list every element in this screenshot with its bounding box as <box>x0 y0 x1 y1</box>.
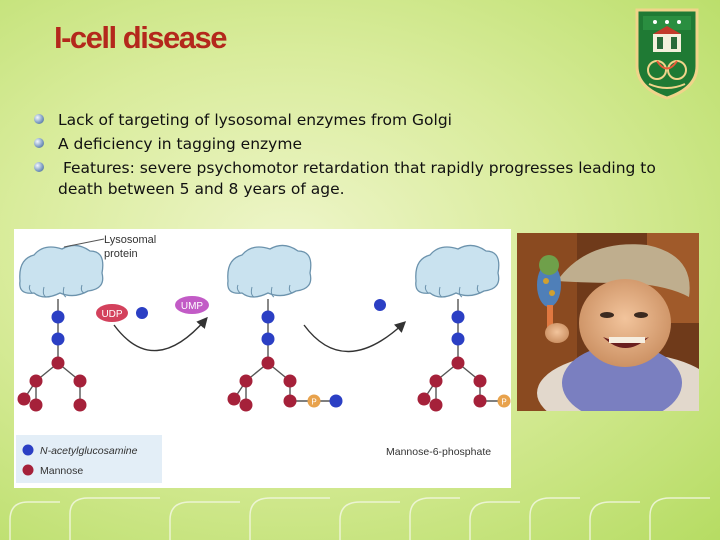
glcnac-node <box>136 307 148 319</box>
ump-badge <box>175 296 209 314</box>
mannose-node <box>451 356 465 370</box>
mannose-node <box>227 392 241 406</box>
reaction-arrow-2 <box>303 321 407 353</box>
mannose-node <box>261 356 275 370</box>
bullet-item: Lack of targeting of lysosomal enzymes f… <box>34 110 674 131</box>
bullet-text: Features: severe psychomotor retardation… <box>58 159 661 198</box>
lysosomal-protein-2 <box>227 244 312 298</box>
child-photo <box>517 233 699 411</box>
lysosomal-protein-1 <box>19 244 104 298</box>
bullet-dot-icon <box>34 114 44 124</box>
glcnac-node <box>329 394 343 408</box>
bullet-dot-icon <box>34 138 44 148</box>
mannose-node <box>239 374 253 388</box>
bullet-dot-icon <box>34 162 44 172</box>
footer-decoration <box>9 497 710 540</box>
glcnac-node <box>451 310 465 324</box>
ump-label: UMP <box>181 301 204 312</box>
phosphate-node <box>307 394 321 408</box>
mannose-node <box>417 392 431 406</box>
mannose-node <box>473 394 487 408</box>
glcnac-node <box>261 310 275 324</box>
mannose-node <box>429 374 443 388</box>
glcnac-node <box>374 299 386 311</box>
bullet-item: A deficiency in tagging enzyme <box>34 134 674 155</box>
glcnac-node <box>51 332 65 346</box>
glcnac-node <box>51 310 65 324</box>
university-crest-icon <box>635 8 699 100</box>
mannose-node <box>29 374 43 388</box>
page-title: I-cell disease <box>54 20 228 55</box>
mannose-node <box>283 394 297 408</box>
mannose-node <box>283 374 297 388</box>
glcnac-node <box>261 332 275 346</box>
phosphate-node <box>497 394 511 408</box>
protein-label-line1: Lysosomal <box>104 234 156 246</box>
legend-glcnac-label: N-acetylglucosamine <box>40 445 138 457</box>
udp-badge <box>96 304 128 322</box>
reaction-arrow-1 <box>113 316 208 352</box>
mannose-node <box>239 398 253 412</box>
phosphate-label: P <box>311 398 316 407</box>
legend-box <box>16 435 162 483</box>
legend-glcnac-icon <box>22 444 34 456</box>
bullet-text: Lack of targeting of lysosomal enzymes f… <box>58 111 452 129</box>
mannose-node <box>73 398 87 412</box>
bullet-text: A deficiency in tagging enzyme <box>58 135 302 153</box>
bullet-item: Features: severe psychomotor retardation… <box>34 158 674 200</box>
bullet-list: Lack of targeting of lysosomal enzymes f… <box>34 110 674 203</box>
mannose-node <box>17 392 31 406</box>
udp-label: UDP <box>101 309 122 320</box>
mannose-node <box>73 374 87 388</box>
phosphate-label: P <box>501 398 506 407</box>
mannose-node <box>29 398 43 412</box>
tagging-diagram: Lysosomal protein UDP UMP P <box>14 229 511 488</box>
mannose-node <box>473 374 487 388</box>
m6p-label: Mannose-6-phosphate <box>386 446 491 458</box>
mannose-node <box>51 356 65 370</box>
mannose-node <box>429 398 443 412</box>
legend-mannose-label: Mannose <box>40 465 83 477</box>
protein-label-line2: protein <box>104 248 138 260</box>
glcnac-node <box>451 332 465 346</box>
lysosomal-protein-3 <box>415 244 500 298</box>
legend-mannose-icon <box>22 464 34 476</box>
